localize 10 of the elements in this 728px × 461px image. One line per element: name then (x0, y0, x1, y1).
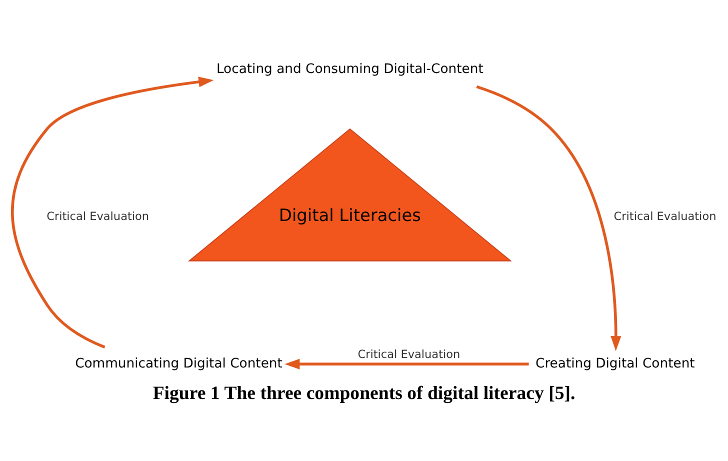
arrow (284, 358, 529, 369)
edge-label: Critical Evaluation (358, 348, 460, 361)
node-text: Creating Digital Content (536, 356, 695, 372)
caption: Figure 1 The three components of digital literacy [5]. (152, 382, 576, 404)
edge-label: Critical Evaluation (614, 209, 716, 222)
arrow (476, 84, 622, 351)
arrow (11, 76, 214, 348)
node-text: Locating and Consuming Digital-Content (216, 62, 484, 77)
edge-label: Critical Evaluation (46, 209, 150, 222)
node-text: Communicating Digital Content (75, 356, 282, 372)
